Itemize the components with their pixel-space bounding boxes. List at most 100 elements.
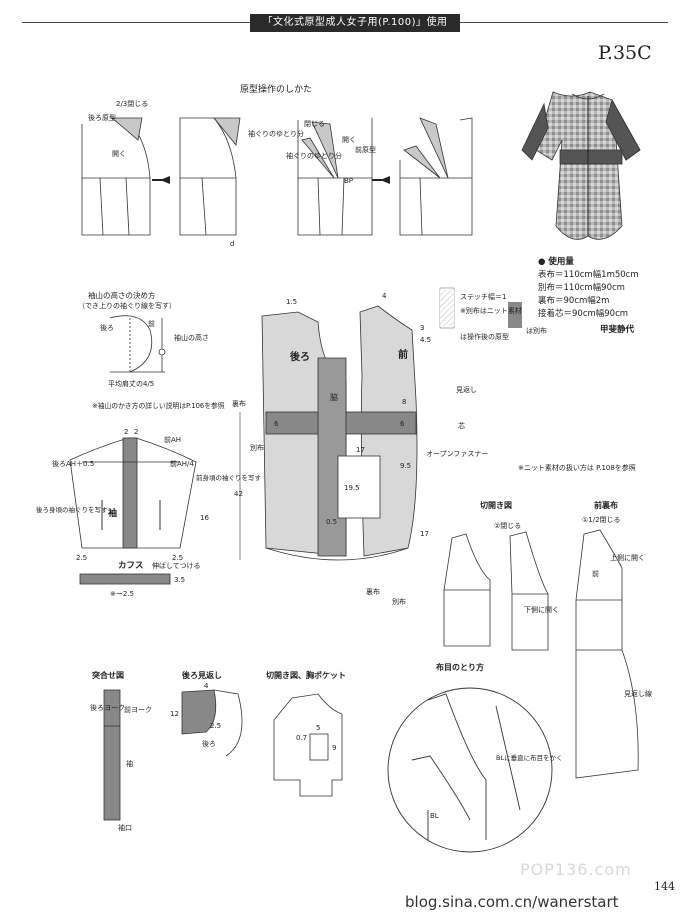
- front-yoke-label: 前ヨーク: [124, 705, 152, 714]
- pocket-diagram: [273, 693, 343, 797]
- open-label: 開く: [112, 150, 126, 158]
- arrow-right-1: [160, 176, 170, 184]
- back-copy-label: 後ろ身頃の袖ぐりを写す: [36, 505, 108, 514]
- legend-betsu: は別布: [526, 327, 547, 335]
- cap-note: ※袖山のかき方の詳しい説明はP.106を参照: [92, 401, 225, 410]
- shin-label: 芯: [458, 421, 465, 430]
- facing-back-label: 後ろ: [202, 739, 216, 748]
- proto-front-4: [399, 117, 473, 236]
- legend-betsu-swatch: [508, 302, 522, 328]
- n95-label: 9.5: [400, 462, 411, 470]
- page-header: 「文化式原型成人女子用(P.100)」使用: [250, 14, 460, 32]
- side-label: 脇: [330, 393, 338, 402]
- n25c-label: 2.5: [210, 722, 221, 730]
- n8-label: 8: [402, 398, 406, 406]
- legend-stitch: ステッチ幅＝1: [460, 293, 507, 301]
- front-lining-title: 前裏布: [594, 500, 618, 510]
- open-below-label: 下側に開く: [524, 605, 559, 614]
- pocket-title: 切開き図、胸ポケット: [266, 670, 346, 680]
- n45-label: 4.5: [420, 336, 431, 344]
- cut-open-pattern-1: [443, 533, 491, 647]
- cut-front-label: 前: [592, 569, 599, 578]
- facing-title: 後ろ見返し: [182, 670, 222, 680]
- n6b-label: 6: [400, 420, 405, 428]
- n6a-label: 6: [274, 420, 279, 428]
- pocket-w-label: 17: [356, 446, 365, 454]
- main-body-pattern: [239, 305, 418, 561]
- back-ah-label: 後ろAH＋0.5: [52, 459, 94, 468]
- sleeve-label: 袖: [107, 507, 117, 519]
- n3-label: 3: [420, 324, 424, 332]
- material-line-2: 別布＝110cm幅90cm: [538, 283, 625, 293]
- materials-title: ● 使用量: [538, 257, 574, 267]
- cap-front-label: 前: [148, 319, 155, 328]
- main-back-label: 後ろ: [290, 350, 310, 363]
- front-proto-label: 前原型: [355, 145, 376, 154]
- close1-label: ①1/2閉じる: [582, 516, 621, 524]
- close2-label: ②閉じる: [494, 522, 521, 530]
- open-fastener-label: オープンファスナー: [426, 450, 488, 458]
- sleeve-ease-label: 袖ぐりのゆとり分: [248, 129, 304, 138]
- n2a-label: 2: [124, 428, 128, 436]
- cut-open-pattern-2: [509, 531, 549, 651]
- facing-diagram: [181, 689, 243, 757]
- join-diagram: [103, 689, 121, 821]
- cuff-length: ※ー2.5: [110, 590, 134, 598]
- n4-label: 4: [382, 292, 387, 300]
- front-lining-pattern: [575, 529, 639, 779]
- knit-note-1: ※ニット素材の扱い方は P.108を参照: [518, 463, 636, 472]
- open2-label: 開く: [342, 136, 356, 144]
- legend-after-hatch: [440, 290, 454, 326]
- back-yoke-label: 後ろヨーク: [90, 703, 125, 712]
- bp-label: BP: [344, 177, 353, 185]
- join-title: 突合せ図: [92, 670, 124, 680]
- cuff-rect: [79, 573, 171, 585]
- n17b-label: 17: [420, 530, 429, 538]
- cap-height-label: 袖山の高さ: [174, 333, 209, 342]
- n5-label: 5: [316, 724, 320, 732]
- cuff-mouth-label: 袖口: [118, 823, 132, 832]
- legend-knit: ※別布はニット素材: [460, 307, 522, 315]
- cuff-title: カフス: [118, 561, 144, 571]
- arrow-right-2: [380, 176, 390, 184]
- n05-label: 0.5: [326, 518, 337, 526]
- author: 甲斐静代: [600, 325, 635, 335]
- grain-diagram: [387, 687, 553, 853]
- material-line-1: 表布＝110cm幅1m50cm: [538, 270, 639, 280]
- material-line-4: 接着芯＝90cm幅90cm: [538, 309, 629, 319]
- d-label: d: [230, 240, 234, 248]
- sleeve-ease2-label: 袖ぐりのゆとり分: [286, 151, 342, 160]
- n4b-label: 4: [204, 682, 209, 690]
- close-2-3-label: 2/3閉じる: [116, 100, 148, 108]
- cut-open-title: 切開き図: [480, 500, 512, 510]
- cap-back-label: 後ろ: [100, 323, 114, 332]
- pocket-h-label: 19.5: [344, 484, 360, 492]
- page-number: 144: [654, 880, 675, 893]
- proto-back-2: [179, 117, 241, 236]
- n16-label: 16: [200, 514, 209, 522]
- section1-title: 原型操作のしかた: [240, 83, 312, 95]
- watermark: POP136.com: [520, 860, 632, 879]
- n07-label: 0.7: [296, 734, 307, 742]
- coat-illustration: [521, 91, 641, 240]
- main-front-label: 前: [398, 348, 408, 361]
- cuff-note: 伸ばしてつける: [152, 561, 201, 570]
- mikaeshi-label: 見返し: [456, 386, 477, 394]
- n2b-label: 2: [134, 428, 138, 436]
- n42-label: 42: [234, 490, 243, 498]
- bl-note: BLに垂直に布目をかく: [496, 753, 563, 762]
- sleeve-pattern: [69, 437, 197, 549]
- blog-url: blog.sina.com.cn/wanerstart: [405, 893, 619, 911]
- mikaeshi-line-label: 見返し線: [624, 689, 652, 698]
- n9-label: 9: [332, 744, 336, 752]
- avg-label: 平均肩丈の4/5: [108, 379, 154, 388]
- n25a-label: 2.5: [76, 554, 87, 562]
- sleeve-cap-subtitle: （でき上りの袖ぐり線を写す）: [78, 301, 176, 310]
- grain-title: 布目のとり方: [435, 662, 484, 672]
- back-proto-label: 後ろ原型: [88, 113, 116, 122]
- materials-block: ● 使用量 表布＝110cm幅1m50cm 別布＝110cm幅90cm 裏布＝9…: [538, 256, 639, 321]
- front-ah-label: 前AH: [164, 435, 181, 444]
- material-line-3: 裏布＝90cm幅2m: [538, 296, 610, 306]
- n25b-label: 2.5: [172, 554, 183, 562]
